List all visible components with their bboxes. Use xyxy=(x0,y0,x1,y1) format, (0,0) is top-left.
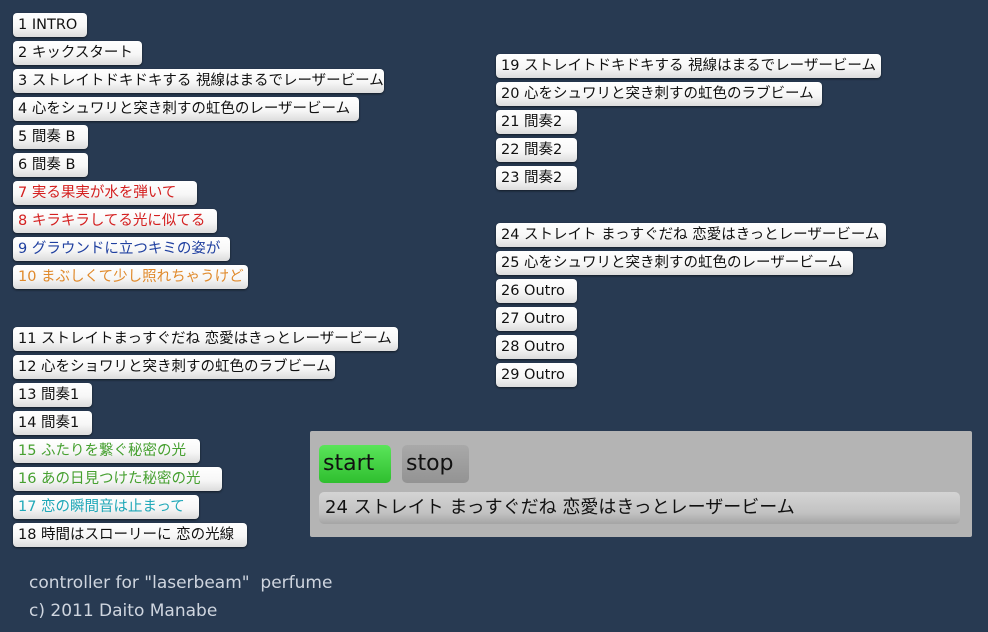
cue-button-26[interactable]: 26 Outro xyxy=(496,279,577,303)
cue-button-3[interactable]: 3 ストレイトドキドキする 視線はまるでレーザービーム xyxy=(13,69,384,93)
cue-button-5[interactable]: 5 間奏 B xyxy=(13,125,88,149)
cue-button-15[interactable]: 15 ふたりを繋ぐ秘密の光 xyxy=(13,439,200,463)
cue-button-23[interactable]: 23 間奏2 xyxy=(496,166,577,190)
cue-button-1[interactable]: 1 INTRO xyxy=(13,13,87,37)
start-button[interactable]: start xyxy=(319,445,391,483)
stop-button[interactable]: stop xyxy=(402,445,469,483)
cue-button-27[interactable]: 27 Outro xyxy=(496,307,577,331)
copyright-notice: c) 2011 Daito Manabe xyxy=(29,601,218,621)
cue-button-24[interactable]: 24 ストレイト まっすぐだね 恋愛はきっとレーザービーム xyxy=(496,223,886,247)
cue-button-16[interactable]: 16 あの日見つけた秘密の光 xyxy=(13,467,222,491)
cue-button-28[interactable]: 28 Outro xyxy=(496,335,577,359)
cue-button-20[interactable]: 20 心をシュワリと突き刺すの虹色のラブビーム xyxy=(496,82,822,106)
cue-button-13[interactable]: 13 間奏1 xyxy=(13,383,92,407)
cue-button-21[interactable]: 21 間奏2 xyxy=(496,110,577,134)
cue-button-22[interactable]: 22 間奏2 xyxy=(496,138,577,162)
cue-button-25[interactable]: 25 心をシュワリと突き刺すの虹色のレーザービーム xyxy=(496,251,853,275)
app-description: controller for "laserbeam" perfume xyxy=(29,573,333,593)
cue-button-17[interactable]: 17 恋の瞬間音は止まって xyxy=(13,495,199,519)
cue-button-8[interactable]: 8 キラキラしてる光に似てる xyxy=(13,209,217,233)
cue-button-14[interactable]: 14 間奏1 xyxy=(13,411,92,435)
cue-button-10[interactable]: 10 まぶしくて少し照れちゃうけど xyxy=(13,265,248,289)
cue-button-18[interactable]: 18 時間はスローリーに 恋の光線 xyxy=(13,523,247,547)
cue-button-12[interactable]: 12 心をショワリと突き刺すの虹色のラブビーム xyxy=(13,355,335,379)
transport-panel: start stop 24 ストレイト まっすぐだね 恋愛はきっとレーザービーム xyxy=(310,431,972,537)
cue-button-11[interactable]: 11 ストレイトまっすぐだね 恋愛はきっとレーザービーム xyxy=(13,327,398,351)
cue-button-2[interactable]: 2 キックスタート xyxy=(13,41,142,65)
current-cue-display: 24 ストレイト まっすぐだね 恋愛はきっとレーザービーム xyxy=(319,492,960,524)
cue-button-6[interactable]: 6 間奏 B xyxy=(13,153,88,177)
cue-button-29[interactable]: 29 Outro xyxy=(496,363,577,387)
cue-button-4[interactable]: 4 心をシュワリと突き刺すの虹色のレーザービーム xyxy=(13,97,359,121)
cue-button-19[interactable]: 19 ストレイトドキドキする 視線はまるでレーザービーム xyxy=(496,54,881,78)
cue-button-9[interactable]: 9 グラウンドに立つキミの姿が xyxy=(13,237,230,261)
cue-button-7[interactable]: 7 実る果実が水を弾いて xyxy=(13,181,197,205)
